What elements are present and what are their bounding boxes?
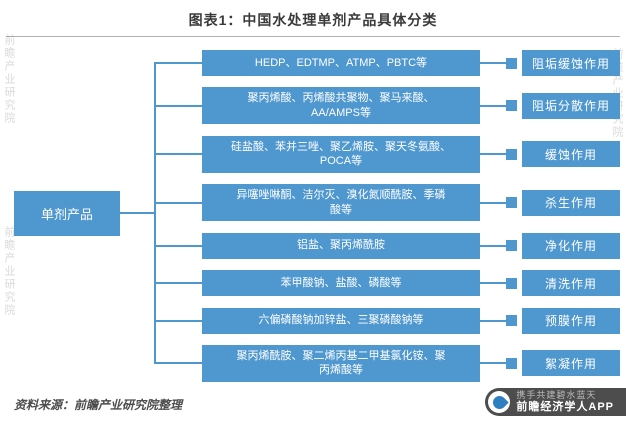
chemicals-text-line: 聚丙烯酰胺、聚二烯丙基二甲基氯化铵、聚 (236, 349, 446, 362)
connector-right-line (480, 104, 506, 107)
connector-square (506, 148, 517, 160)
root-node: 单剂产品 (14, 191, 120, 236)
chemicals-node: 聚丙烯酸、丙烯酸共聚物、聚马来酸、AA/AMPS等 (202, 87, 480, 125)
connector-square (506, 277, 517, 289)
connector-right-line (480, 201, 506, 204)
connector-left-line (155, 319, 202, 322)
connector-square (506, 197, 517, 209)
chemicals-node: 铝盐、聚丙烯酰胺 (202, 232, 480, 259)
watermark-side-text: 前瞻产业研究院 (3, 226, 15, 317)
connector-right-line (480, 282, 506, 285)
chemicals-text-line: 铝盐、聚丙烯酰胺 (297, 239, 385, 252)
connector-right-line (480, 244, 506, 247)
root-connector-line (120, 212, 155, 214)
source-note: 资料来源：前瞻产业研究院整理 (14, 398, 183, 412)
chemicals-node: HEDP、EDTMP、ATMP、PBTC等 (202, 50, 480, 76)
flow-row: 聚丙烯酰胺、聚二烯丙基二甲基氯化铵、聚丙烯酸等 絮凝作用 (155, 344, 620, 382)
rows-container: HEDP、EDTMP、ATMP、PBTC等 阻垢缓蚀作用聚丙烯酸、丙烯酸共聚物、聚… (155, 50, 620, 382)
chemicals-text-line: 异噻唑啉酮、洁尔灭、溴化氮顺酰胺、季磷 (236, 189, 446, 202)
function-node: 预膜作用 (522, 307, 620, 334)
function-node: 阻垢分散作用 (522, 92, 620, 119)
connector-left-line (155, 104, 202, 107)
title-divider (6, 36, 620, 37)
chemicals-text-line: 聚丙烯酸、丙烯酸共聚物、聚马来酸、 (247, 92, 435, 105)
function-node: 阻垢缓蚀作用 (522, 50, 620, 76)
function-node: 净化作用 (522, 232, 620, 259)
qianzhan-bird-icon (488, 391, 511, 413)
watermark-side-text: 前瞻产业研究院 (3, 34, 15, 125)
chemicals-node: 苯甲酸钠、盐酸、磷酸等 (202, 270, 480, 297)
chemicals-text-line: AA/AMPS等 (311, 106, 371, 119)
flow-row: 异噻唑啉酮、洁尔灭、溴化氮顺酰胺、季磷酸等 杀生作用 (155, 184, 620, 222)
chemicals-text-line: POCA等 (319, 155, 363, 168)
connector-right-line (480, 362, 506, 365)
chemicals-node: 硅盐酸、苯并三唑、聚乙烯胺、聚天冬氨酸、 POCA等 (202, 135, 480, 173)
chemicals-text-line: 丙烯酸等 (319, 364, 363, 377)
connector-left-line (155, 62, 202, 64)
flow-row: 六偏磷酸钠加锌盐、三聚磷酸钠等 预膜作用 (155, 307, 620, 334)
figure-title: 图表1：中国水处理单剂产品具体分类 (188, 12, 438, 28)
connector-left-line (155, 244, 202, 247)
chemicals-node: 异噻唑啉酮、洁尔灭、溴化氮顺酰胺、季磷酸等 (202, 184, 480, 222)
chemicals-text-line: 苯甲酸钠、盐酸、磷酸等 (280, 276, 402, 289)
flow-row: 硅盐酸、苯并三唑、聚乙烯胺、聚天冬氨酸、 POCA等 缓蚀作用 (155, 135, 620, 173)
connector-right-line (480, 319, 506, 322)
flow-row: HEDP、EDTMP、ATMP、PBTC等 阻垢缓蚀作用 (155, 50, 620, 76)
connector-square (506, 315, 517, 327)
function-node: 杀生作用 (522, 189, 620, 216)
flow-row: 聚丙烯酸、丙烯酸共聚物、聚马来酸、AA/AMPS等 阻垢分散作用 (155, 87, 620, 125)
chemicals-text-line: 六偏磷酸钠加锌盐、三聚磷酸钠等 (258, 314, 424, 327)
watermark-app-name: 前瞻经济学人APP (516, 400, 614, 413)
chemicals-node: 六偏磷酸钠加锌盐、三聚磷酸钠等 (202, 307, 480, 334)
connector-left-line (155, 201, 202, 204)
connector-left-line (155, 282, 202, 285)
connector-square (506, 357, 517, 369)
chemicals-node: 聚丙烯酰胺、聚二烯丙基二甲基氯化铵、聚丙烯酸等 (202, 344, 480, 382)
connector-square (506, 57, 517, 69)
chemicals-text-line: HEDP、EDTMP、ATMP、PBTC等 (254, 56, 428, 69)
watermark-slogan: 携手共建碧水蓝天 (516, 390, 597, 400)
connector-square (506, 240, 517, 252)
connector-left-line (155, 153, 202, 156)
function-node: 缓蚀作用 (522, 141, 620, 168)
trunk-line (154, 62, 156, 364)
connector-right-line (480, 62, 506, 64)
connector-right-line (480, 153, 506, 156)
function-node: 絮凝作用 (522, 350, 620, 377)
flow-row: 铝盐、聚丙烯酰胺 净化作用 (155, 232, 620, 259)
function-node: 清洗作用 (522, 270, 620, 297)
chemicals-text-line: 硅盐酸、苯并三唑、聚乙烯胺、聚天冬氨酸、 (231, 140, 451, 153)
watermark-badge: 携手共建碧水蓝天 前瞻经济学人APP (485, 388, 626, 416)
connector-square (506, 100, 517, 112)
flow-row: 苯甲酸钠、盐酸、磷酸等 清洗作用 (155, 270, 620, 297)
chemicals-text-line: 酸等 (330, 203, 352, 216)
connector-left-line (155, 362, 202, 365)
